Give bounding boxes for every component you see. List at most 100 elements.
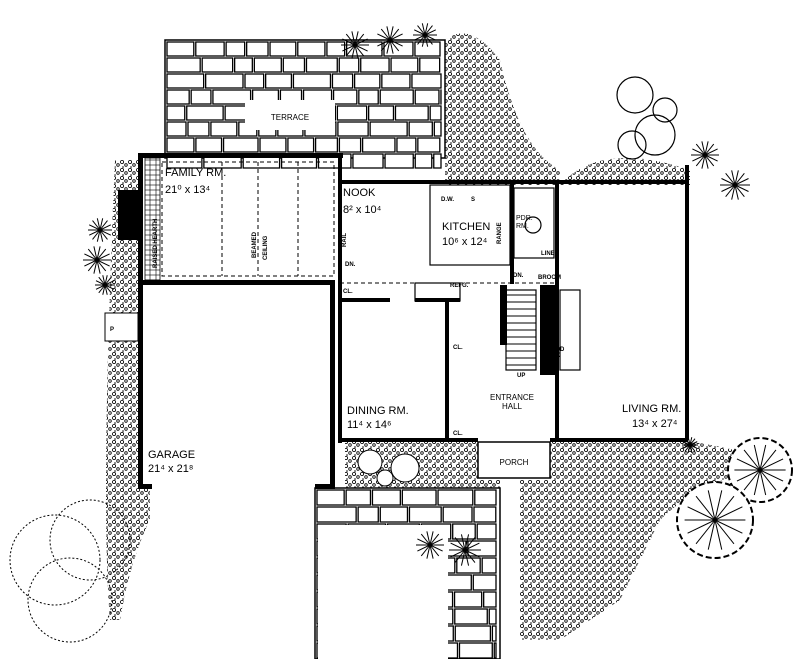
stone <box>259 137 287 153</box>
leaf <box>464 542 480 551</box>
leaf <box>759 469 777 491</box>
leaf <box>413 34 426 41</box>
shrub-icon <box>684 490 746 550</box>
leaf <box>464 534 470 551</box>
paving-stone <box>488 608 497 625</box>
stone <box>429 105 442 121</box>
leaf <box>87 248 98 261</box>
paving-stone <box>473 506 497 523</box>
leaf <box>429 538 443 546</box>
stone <box>305 57 338 73</box>
leaf <box>687 437 691 446</box>
leaf <box>759 469 767 496</box>
shrub-icon <box>413 23 437 47</box>
leaf <box>689 438 696 446</box>
leaf <box>704 154 709 169</box>
leaf <box>736 469 761 482</box>
leaf <box>96 248 107 261</box>
paving-stone <box>371 489 401 506</box>
leaf <box>689 444 696 452</box>
leaf <box>96 253 110 261</box>
stone <box>381 73 411 89</box>
leaf <box>429 544 440 557</box>
stone <box>417 137 441 153</box>
leaf <box>687 444 691 453</box>
woodbox-note-2: BOX <box>547 353 560 359</box>
boulder <box>390 453 420 483</box>
stone <box>414 153 433 169</box>
leaf <box>389 26 394 41</box>
leaf <box>759 458 784 471</box>
leaf <box>734 170 739 186</box>
leaf <box>386 26 391 41</box>
leaf <box>351 31 356 46</box>
leaf <box>424 34 433 45</box>
boulder <box>357 449 383 475</box>
leaf <box>743 469 761 491</box>
leaf <box>460 534 466 551</box>
leaf <box>377 33 391 41</box>
leaf <box>695 519 716 545</box>
stone <box>225 41 246 57</box>
leaf <box>84 253 98 261</box>
stone <box>224 105 248 121</box>
paving-stone <box>476 523 497 540</box>
leaf <box>420 533 431 546</box>
leaf <box>104 280 115 286</box>
leaf <box>417 34 426 45</box>
leaf <box>704 154 718 162</box>
leaf <box>99 220 108 231</box>
paving-stone <box>491 625 497 642</box>
leaf <box>424 34 429 47</box>
leaf <box>93 246 98 261</box>
leaf <box>95 280 106 286</box>
leaf <box>714 490 723 521</box>
leaf <box>389 39 403 47</box>
shrub-icon <box>95 275 115 295</box>
boulder <box>376 469 394 487</box>
garage-dims: 21⁴ x 21⁸ <box>148 463 193 475</box>
leaf <box>429 533 440 546</box>
powder-room-name: PDR. <box>516 215 533 222</box>
stone <box>360 57 390 73</box>
stone <box>212 89 252 105</box>
leaf <box>424 23 429 36</box>
leaf <box>454 537 466 551</box>
walls <box>104 153 689 489</box>
stone <box>411 73 442 89</box>
stone <box>195 137 223 153</box>
paving-stone <box>458 642 493 659</box>
stone <box>408 121 433 137</box>
leaf <box>424 29 437 36</box>
leaf <box>84 259 98 267</box>
leaf <box>736 458 761 471</box>
leaf <box>104 275 108 286</box>
leaf <box>692 154 706 162</box>
leaf <box>753 444 761 471</box>
leaf <box>464 549 480 558</box>
leaf <box>692 148 706 156</box>
ceiling-note: CEILING <box>263 235 269 260</box>
leaf <box>417 538 431 546</box>
leaf <box>413 29 426 36</box>
stone <box>369 121 408 137</box>
leaf <box>759 444 767 471</box>
leaf <box>96 229 101 242</box>
leaf <box>426 544 431 559</box>
stone <box>419 57 441 73</box>
shrub-icon <box>734 444 786 496</box>
leaf <box>96 246 101 261</box>
leaf <box>354 44 359 59</box>
leaf <box>464 549 470 566</box>
stone <box>390 57 419 73</box>
leaf <box>424 34 437 41</box>
paving-stone <box>483 591 497 608</box>
stone <box>166 105 186 121</box>
sink-note: S <box>471 197 475 203</box>
shrub-icon <box>720 170 750 200</box>
leaf <box>421 23 426 36</box>
paving-stone <box>401 489 437 506</box>
leaf <box>92 229 101 240</box>
stone <box>166 73 205 89</box>
stone <box>292 73 332 89</box>
